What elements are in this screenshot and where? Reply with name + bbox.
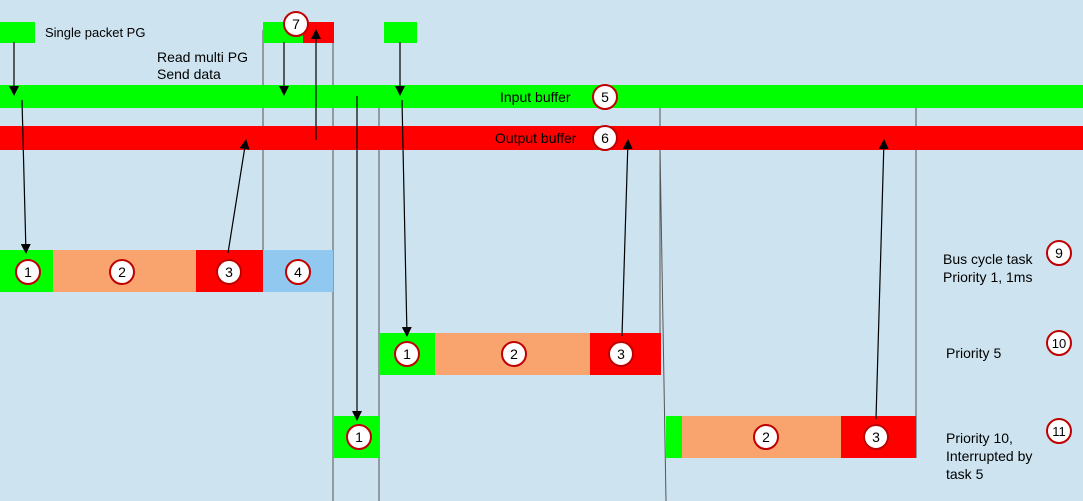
arrow [621,139,633,337]
marker-4-bus: 4 [285,259,311,285]
marker-6-output-buffer: 6 [592,125,618,151]
svg-text:1: 1 [24,264,32,280]
arrow [20,99,31,254]
marker-3-p10: 3 [863,424,889,450]
marker-7-multi-pg: 7 [283,11,309,37]
numbered-markers: 1 2 3 4 5 6 7 1 [15,11,1072,450]
bus-cycle-priority-label: Priority 1, 1ms [943,269,1032,285]
svg-text:9: 9 [1055,245,1063,261]
priority10-line3-label: task 5 [946,466,984,482]
svg-text:11: 11 [1052,424,1066,439]
marker-2-p10: 2 [753,424,779,450]
priority10-label: Priority 10, [946,430,1013,446]
priority5-label: Priority 5 [946,345,1001,361]
third-packet-block [384,22,417,43]
marker-5-input-buffer: 5 [592,84,618,110]
marker-2-p5: 2 [501,341,527,367]
marker-9-bus-cycle: 9 [1046,240,1072,266]
svg-text:6: 6 [601,130,609,146]
arrow [401,99,412,337]
timeline-line [659,147,667,501]
marker-10-priority5: 10 [1046,330,1072,356]
arrow [875,139,889,420]
single-packet-block [0,22,35,43]
flow-arrows [9,29,889,421]
priority10-line2-label: Interrupted by [946,448,1032,464]
bus-cycle-task-label: Bus cycle task [943,251,1033,267]
svg-text:3: 3 [225,264,233,280]
output-buffer-bar [0,126,1083,150]
input-buffer-bar [0,85,1083,108]
svg-text:4: 4 [294,264,302,280]
svg-text:3: 3 [617,346,625,362]
single-packet-label: Single packet PG [45,25,145,40]
svg-text:1: 1 [355,429,363,445]
svg-text:7: 7 [292,16,300,32]
marker-1-p10: 1 [346,424,372,450]
marker-1-bus: 1 [15,259,41,285]
svg-text:5: 5 [601,89,609,105]
read-multi-label: Read multi PG [157,49,248,65]
p10-step1-second-block [666,416,682,458]
marker-2-bus: 2 [109,259,135,285]
svg-text:10: 10 [1052,336,1066,351]
svg-text:1: 1 [403,346,411,362]
svg-text:2: 2 [118,264,126,280]
svg-text:3: 3 [872,429,880,445]
svg-text:2: 2 [762,429,770,445]
marker-3-bus: 3 [216,259,242,285]
marker-3-p5: 3 [608,341,634,367]
output-buffer-label: Output buffer [495,130,577,146]
marker-1-p5: 1 [394,341,420,367]
input-buffer-label: Input buffer [500,89,571,105]
marker-11-priority10: 11 [1046,418,1072,444]
arrow [227,139,250,254]
send-data-label: Send data [157,66,221,82]
svg-text:2: 2 [510,346,518,362]
